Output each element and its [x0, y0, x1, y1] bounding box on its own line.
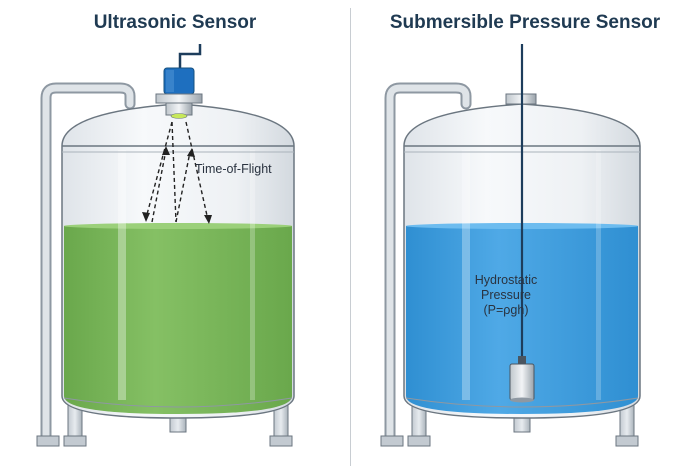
pressure-tank [380, 44, 641, 447]
ultrasonic-tank [36, 44, 295, 447]
ultrasonic-panel-title: Ultrasonic Sensor [93, 12, 257, 33]
tank-drain [513, 417, 531, 433]
formula-line: (P=ρgh) [483, 303, 529, 317]
time-of-flight-label: Time-of-Flight [195, 162, 272, 176]
submersible-sensor [509, 356, 535, 403]
pressure-panel-title: Submersible Pressure Sensor [389, 12, 661, 33]
arrowheads [142, 146, 212, 224]
time-of-flight-arrows [145, 121, 209, 223]
green-liquid [64, 226, 292, 414]
panel-divider [350, 8, 351, 466]
tank-drain [169, 417, 187, 433]
hydrostatic-line: Hydrostatic [474, 273, 538, 287]
ultrasonic-sensor [155, 44, 203, 119]
hydrostatic-pressure-label: Hydrostatic Pressure (P=ρgh) [455, 273, 557, 318]
pressure-line: Pressure [480, 288, 532, 302]
